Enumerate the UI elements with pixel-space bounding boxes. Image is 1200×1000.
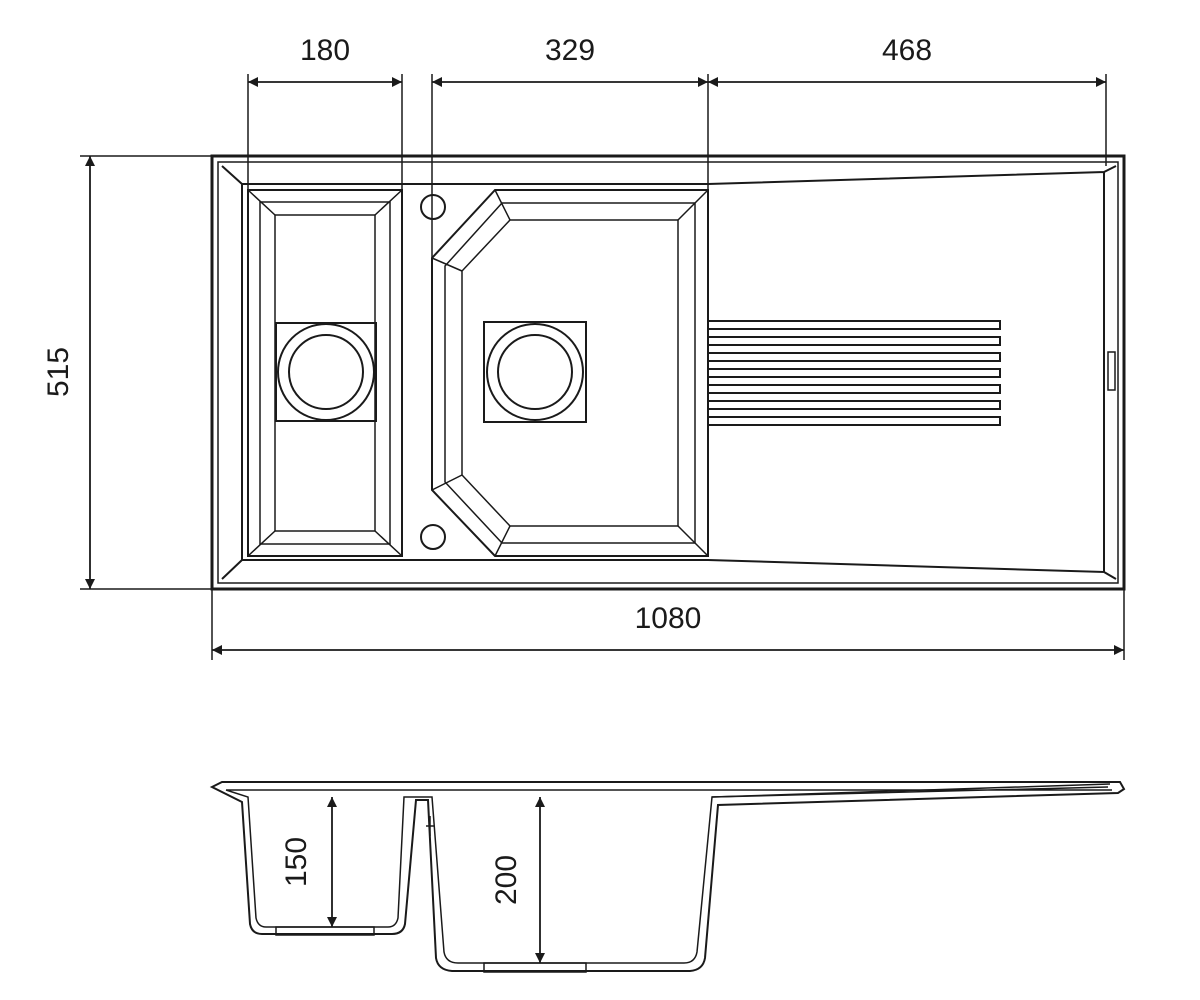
drainer-grooves <box>708 320 1001 426</box>
small-bowl <box>247 189 403 557</box>
side-dimensions: 150 200 <box>280 797 545 963</box>
small-bowl-waste-inner <box>288 334 364 410</box>
dim-label-drainer-width: 468 <box>882 34 932 67</box>
drainer-edge-slot <box>1107 351 1116 391</box>
sink-deck-outline <box>221 165 1117 580</box>
main-bowl <box>431 189 709 557</box>
side-view <box>209 781 1126 973</box>
top-view <box>210 154 1126 591</box>
side-profile-inner <box>225 786 1112 964</box>
tap-hole-top <box>420 194 446 220</box>
dim-label-small-bowl-depth: 150 <box>280 837 313 887</box>
sink-outer-rim <box>210 154 1126 591</box>
small-bowl-waste-outer <box>277 323 375 421</box>
main-bowl-waste-flange <box>483 962 587 973</box>
small-bowl-waste-flange <box>275 926 375 936</box>
side-profile-outer <box>209 781 1126 972</box>
dim-label-main-bowl-depth: 200 <box>490 855 523 905</box>
small-bowl-waste-plate <box>275 322 377 422</box>
main-bowl-waste-inner <box>497 334 573 410</box>
main-bowl-waste-plate <box>483 321 587 423</box>
dim-label-overall-depth: 515 <box>42 347 75 397</box>
dim-label-overall-length: 1080 <box>635 602 702 635</box>
tap-hole-bottom <box>420 524 446 550</box>
sink-inner-rim <box>217 161 1119 584</box>
main-bowl-waste-outer <box>486 323 584 421</box>
top-dimensions: 180 329 468 515 1080 <box>42 34 1125 660</box>
dim-label-small-bowl-width: 180 <box>300 34 350 67</box>
dim-label-main-bowl-width: 329 <box>545 34 595 67</box>
